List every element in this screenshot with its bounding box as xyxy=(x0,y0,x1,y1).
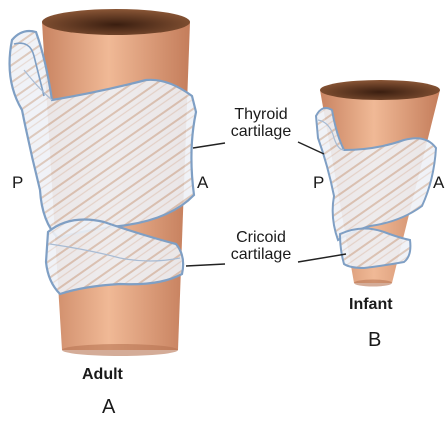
adult-panel-letter: A xyxy=(102,396,116,418)
adult-larynx xyxy=(8,9,198,356)
cricoid-label-line1: Cricoid xyxy=(236,229,286,246)
thyroid-label-line2: cartilage xyxy=(230,122,292,140)
thyroid-label-line1: Thyroid xyxy=(234,106,288,123)
infant-larynx xyxy=(314,80,440,287)
infant-cricoid-cartilage xyxy=(338,227,412,270)
infant-airway-lumen xyxy=(320,80,440,100)
adult-posterior-label: P xyxy=(12,173,24,192)
infant-caption: Infant xyxy=(349,296,393,313)
leader-lines xyxy=(185,141,347,267)
cricoid-cartilage-label: Cricoid cartilage xyxy=(223,229,299,264)
thyroid-leader-infant xyxy=(297,141,325,155)
thyroid-cartilage-label: Thyroid cartilage xyxy=(223,106,299,141)
adult-airway-lumen xyxy=(42,9,190,35)
cricoid-label-line2: cartilage xyxy=(230,245,292,263)
cricoid-leader-infant xyxy=(297,253,347,263)
infant-anterior-label: A xyxy=(433,173,445,192)
infant-panel-letter: B xyxy=(368,329,382,351)
infant-posterior-label: P xyxy=(313,173,325,192)
adult-thyroid-cartilage xyxy=(8,29,198,240)
thyroid-leader-adult xyxy=(192,142,226,149)
infant-thyroid-cartilage xyxy=(314,107,438,242)
adult-caption: Adult xyxy=(82,366,123,383)
cricoid-leader-adult xyxy=(185,263,226,267)
adult-anterior-label: A xyxy=(197,173,209,192)
